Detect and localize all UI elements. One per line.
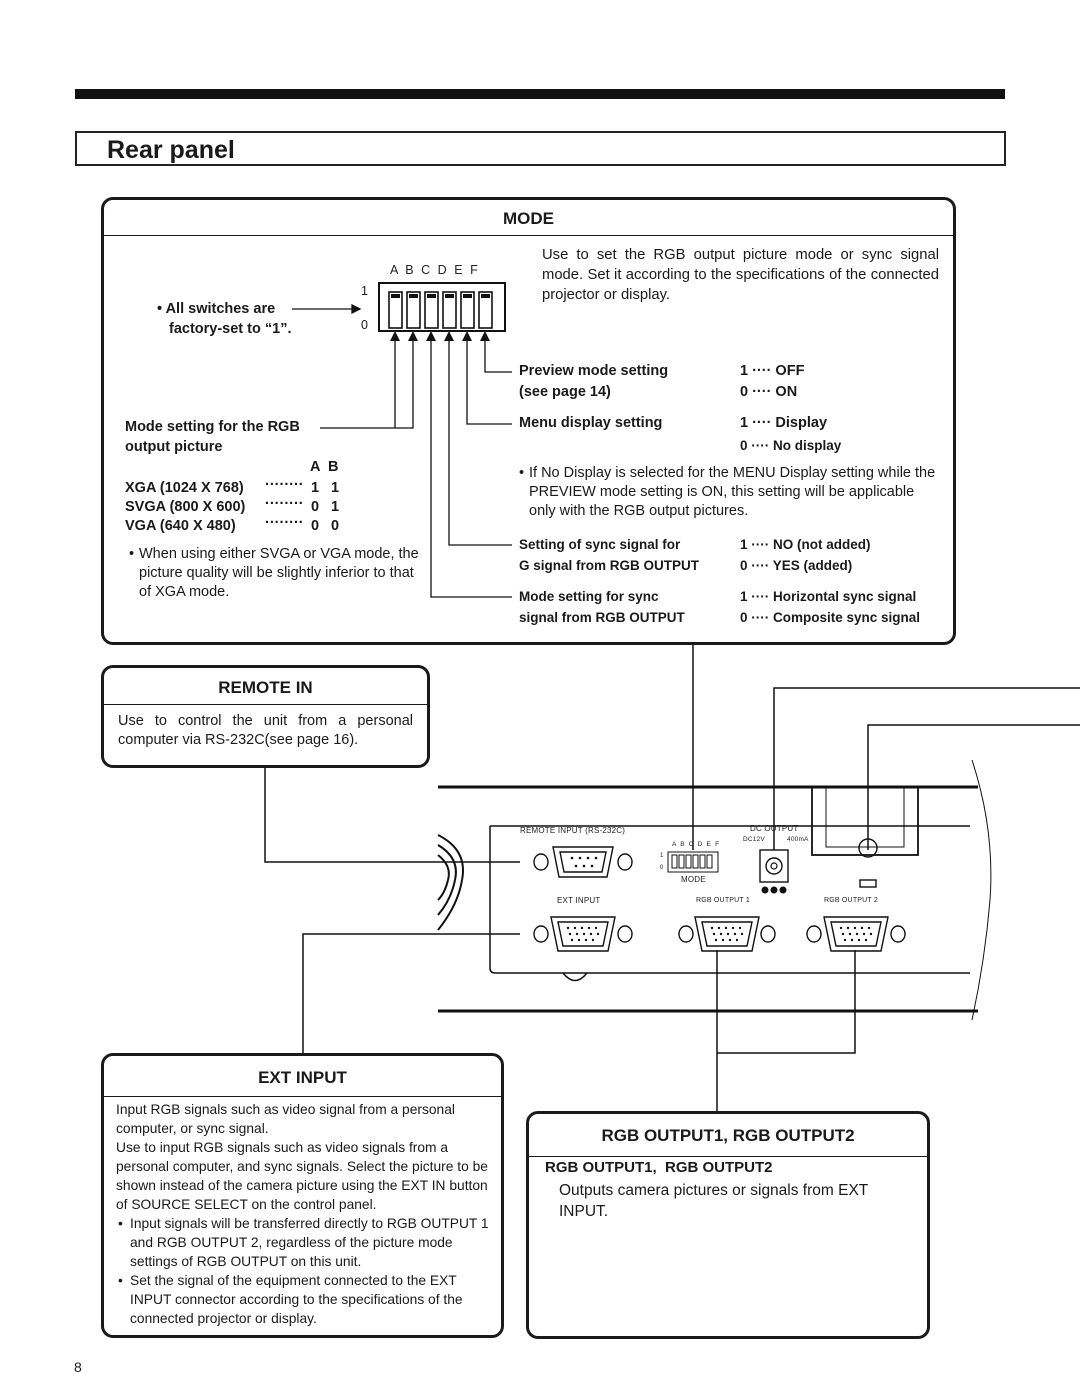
top-rule: [75, 89, 1005, 99]
ext-input-bullet-2: • Set the signal of the equipment connec…: [118, 1271, 492, 1328]
svga-a: 0: [311, 499, 320, 515]
rgb-mode-label-1: Mode setting for the RGB: [125, 419, 300, 435]
remote-in-panel: REMOTE IN: [101, 665, 430, 768]
dc-spec-left: DC12V: [743, 836, 765, 843]
ext-input-bullet-2-text: Set the signal of the equipment connecte…: [130, 1273, 463, 1326]
xga-dots: ········: [265, 477, 304, 493]
preview-value-0: 0 ···· ON: [740, 384, 798, 400]
menu-value-0: 0 ···· No display: [740, 438, 842, 453]
device-mode-letters: A B C D E F: [672, 841, 720, 848]
connector-pins: [566, 856, 873, 942]
vga-a: 0: [311, 518, 320, 534]
sync-mode-value-0: 0 ···· Composite sync signal: [740, 610, 921, 625]
sync-mode-value-1: 1 ···· Horizontal sync signal: [740, 589, 917, 604]
menu-note: • If No Display is selected for the MENU…: [519, 464, 944, 521]
rgb-mode-label-2: output picture: [125, 439, 223, 455]
menu-display-label: Menu display setting: [519, 415, 663, 431]
sync-mode-label-2: signal from RGB OUTPUT: [519, 610, 685, 625]
rgb-output-header: RGB OUTPUT1, RGB OUTPUT2: [529, 1114, 927, 1157]
rgb-output-description: Outputs camera pictures or signals from …: [559, 1182, 868, 1220]
connector-leader-lines: [264, 645, 1080, 1111]
svga-label: SVGA (800 X 600): [125, 499, 246, 515]
vga-label: VGA (640 X 480): [125, 518, 236, 534]
mode-panel: MODE: [101, 197, 956, 645]
bullet: •: [129, 546, 135, 562]
sync-g-value-0: 0 ···· YES (added): [740, 558, 853, 573]
menu-note-text: If No Display is selected for the MENU D…: [529, 465, 936, 519]
dip-switch-block: [378, 282, 506, 332]
switch-leader-lines: [320, 341, 512, 598]
device-mode-zero: 0: [660, 865, 664, 871]
xga-b: 1: [331, 480, 340, 496]
dc-output-label: DC OUTPUT: [750, 824, 799, 833]
section-title-box: Rear panel: [75, 131, 1006, 166]
vga-b: 0: [331, 518, 340, 534]
preview-label-2: (see page 14): [519, 384, 611, 400]
ext-input-bullet-1: • Input signals will be transferred dire…: [118, 1214, 492, 1271]
preview-value-1: 1 ···· OFF: [740, 363, 805, 379]
xga-a: 1: [311, 480, 320, 496]
ab-header: A B: [310, 459, 339, 475]
rgb-output-subheading: RGB OUTPUT1, RGB OUTPUT2: [545, 1159, 773, 1176]
switch-letters: A B C D E F: [390, 263, 478, 277]
sync-g-label-2: G signal from RGB OUTPUT: [519, 558, 700, 573]
factory-note-line2: factory-set to “1”.: [169, 321, 292, 337]
sync-mode-label-1: Mode setting for sync: [519, 589, 659, 604]
ext-input-panel: EXT INPUT: [101, 1053, 504, 1338]
vga-dots: ········: [265, 515, 304, 531]
ext-input-desc-1: Input RGB signals such as video signal f…: [116, 1102, 455, 1136]
security-slot: [858, 838, 878, 888]
bullet: •: [519, 465, 525, 481]
svga-b: 1: [331, 499, 340, 515]
page-title: Rear panel: [107, 136, 235, 164]
switch-zero-label: 0: [361, 318, 368, 332]
ext-input-connector: [533, 916, 633, 952]
svga-note: • When using either SVGA or VGA mode, th…: [129, 545, 427, 602]
dc-spec-right: 400mA: [787, 836, 809, 843]
switch-one-label: 1: [361, 284, 368, 298]
device-mode-label: MODE: [681, 875, 706, 884]
sync-g-value-1: 1 ···· NO (not added): [740, 537, 871, 552]
remote-input-connector: [533, 846, 633, 878]
factory-note-line1: • All switches are: [157, 301, 276, 317]
remote-in-description: Use to control the unit from a personal …: [118, 713, 413, 748]
device-mode-switch: [667, 851, 719, 873]
preview-label-1: Preview mode setting: [519, 363, 669, 379]
ext-input-desc-2: Use to input RGB signals such as video s…: [116, 1140, 488, 1212]
svga-note-text: When using either SVGA or VGA mode, the …: [139, 546, 419, 600]
device-outline: [437, 759, 992, 1021]
xga-label: XGA (1024 X 768): [125, 480, 244, 496]
device-mode-one: 1: [660, 853, 664, 859]
rgb-output-panel: RGB OUTPUT1, RGB OUTPUT2: [526, 1111, 930, 1339]
bullet: •: [118, 1273, 123, 1288]
rgb-output-2-label: RGB OUTPUT 2: [824, 897, 879, 904]
rgb-output-1-connector: [678, 916, 776, 952]
ext-input-header: EXT INPUT: [104, 1056, 501, 1097]
mode-header: MODE: [104, 200, 953, 236]
ext-input-bullet-1-text: Input signals will be transferred direct…: [130, 1216, 489, 1269]
ext-input-connector-label: EXT INPUT: [557, 896, 601, 905]
page-number: 8: [74, 1359, 82, 1375]
menu-value-1: 1 ···· Display: [740, 415, 828, 431]
bullet: •: [118, 1216, 123, 1231]
dc-output-jack: [759, 849, 789, 894]
ext-input-body: Input RGB signals such as video signal f…: [116, 1100, 492, 1328]
mode-description: Use to set the RGB output picture mode o…: [542, 247, 939, 303]
svga-dots: ········: [265, 496, 304, 512]
switch-arrows: [390, 331, 490, 341]
remote-input-label: REMOTE INPUT (RS-232C): [520, 826, 626, 835]
rgb-output-1-label: RGB OUTPUT 1: [696, 897, 751, 904]
rgb-output-2-connector: [806, 916, 906, 952]
sync-g-label-1: Setting of sync signal for: [519, 537, 681, 552]
remote-in-header: REMOTE IN: [104, 668, 427, 705]
factory-arrow: [292, 303, 362, 315]
